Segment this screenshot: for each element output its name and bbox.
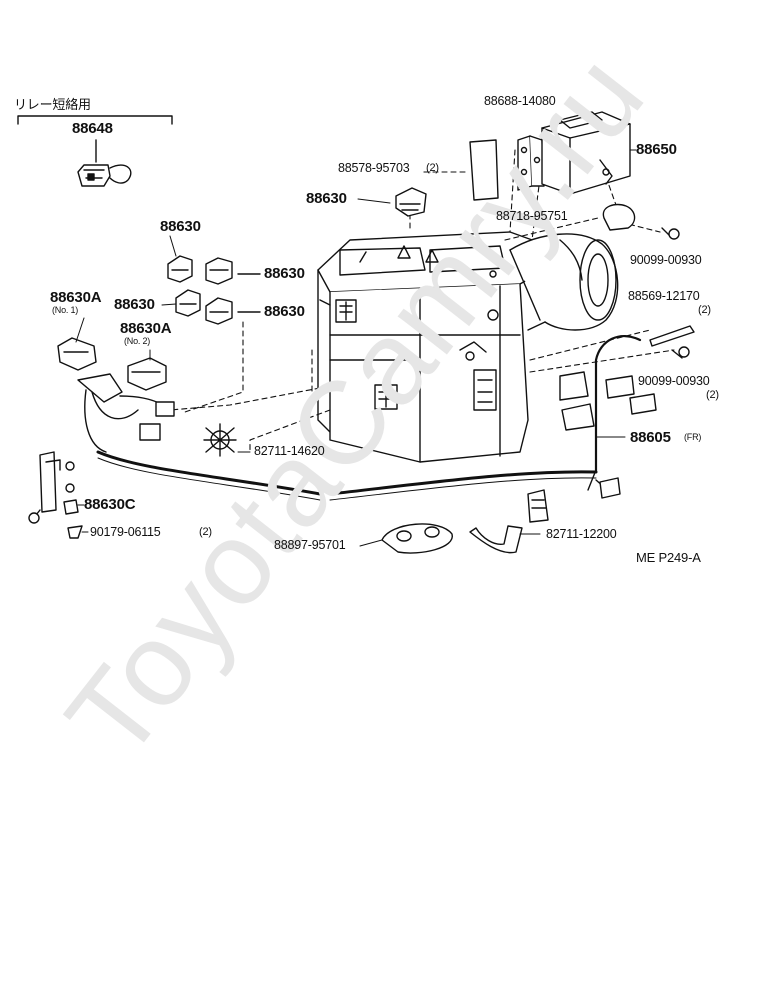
part-90179-qty: (2) bbox=[199, 526, 212, 538]
bracket-88688 bbox=[517, 135, 545, 191]
part-88569-12170: 88569-12170 bbox=[628, 289, 700, 303]
part-88605-note: (FR) bbox=[684, 432, 702, 442]
seal-88578 bbox=[469, 139, 499, 201]
part-88630A-no2-note: (No. 2) bbox=[124, 336, 151, 346]
part-88630A-no2: 88630A bbox=[120, 320, 172, 337]
part-88569-qty: (2) bbox=[698, 304, 711, 316]
reference-code: ME P249-A bbox=[636, 550, 701, 565]
part-88630-right-lower: 88630 bbox=[264, 303, 305, 320]
bracket-left bbox=[28, 451, 75, 524]
harness-left bbox=[77, 373, 322, 501]
part-88630A-no1: 88630A bbox=[50, 289, 102, 306]
part-88897-95701: 88897-95701 bbox=[274, 538, 346, 552]
harness-main bbox=[328, 335, 657, 501]
tie-band bbox=[469, 525, 523, 554]
part-88630A-no1-note: (No. 1) bbox=[52, 305, 79, 315]
relay-title: リレー短絡用 bbox=[14, 97, 91, 112]
part-90179-06115: 90179-06115 bbox=[90, 525, 161, 539]
relay-bracket bbox=[17, 115, 173, 125]
screw-90099-top bbox=[661, 227, 680, 240]
part-88688-14080: 88688-14080 bbox=[484, 94, 556, 108]
clip-88569 bbox=[649, 325, 695, 347]
connector-82711-12200 bbox=[527, 489, 549, 523]
part-88630-left: 88630 bbox=[114, 296, 155, 313]
part-88630C: 88630C bbox=[84, 496, 136, 513]
grommet-88897 bbox=[381, 523, 453, 554]
fan-82711-14620 bbox=[203, 423, 237, 457]
part-88630-upper: 88630 bbox=[160, 218, 201, 235]
clip-88630C bbox=[63, 499, 79, 515]
heater-unit-body bbox=[317, 231, 561, 463]
sensor-88630A-no1 bbox=[57, 337, 97, 371]
leader-lines bbox=[75, 149, 637, 547]
screw-90099-lower bbox=[671, 346, 690, 359]
reference-dashes bbox=[169, 149, 675, 453]
clamp-88718 bbox=[602, 203, 636, 231]
sensor-88630A-no2 bbox=[127, 357, 167, 391]
part-88630-right-upper: 88630 bbox=[264, 265, 305, 282]
part-88605: 88605 bbox=[630, 429, 671, 446]
clip-90179 bbox=[67, 525, 83, 539]
part-88718-95751: 88718-95751 bbox=[496, 209, 568, 223]
part-88648: 88648 bbox=[72, 120, 113, 137]
part-90099-00930-top: 90099-00930 bbox=[630, 253, 702, 267]
sensor-cluster bbox=[167, 255, 261, 325]
amplifier-88650 bbox=[541, 111, 631, 195]
relay-short-connector bbox=[77, 139, 132, 187]
part-88578-qty: (2) bbox=[426, 162, 439, 174]
part-90099-00930-lower: 90099-00930 bbox=[638, 374, 710, 388]
blower-scroll bbox=[509, 233, 619, 331]
part-88630-top: 88630 bbox=[306, 190, 347, 207]
part-82711-14620: 82711-14620 bbox=[254, 444, 325, 458]
sensor-88630-top bbox=[395, 187, 427, 217]
part-88578-95703: 88578-95703 bbox=[338, 161, 410, 175]
part-88650: 88650 bbox=[636, 141, 677, 158]
part-90099-qty: (2) bbox=[706, 389, 719, 401]
part-82711-12200: 82711-12200 bbox=[546, 527, 617, 541]
